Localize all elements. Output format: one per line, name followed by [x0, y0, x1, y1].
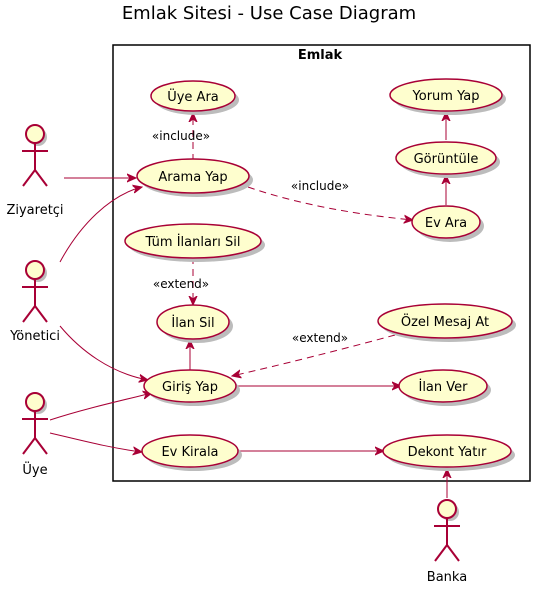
actor-yonetici-label: Yönetici [9, 329, 60, 344]
include-ev-ara [247, 186, 413, 220]
usecase-ilan-ver: İlan Ver [398, 369, 491, 406]
usecase-yorum-yap-label: Yorum Yap [412, 89, 480, 104]
actor-ziyaretci: Ziyaretçi [6, 124, 64, 218]
actor-uye-label: Üye [22, 461, 47, 478]
assoc-yonetici-giris [59, 325, 148, 380]
assoc-uye-giris [49, 393, 152, 421]
usecase-ev-kirala: Ev Kirala [141, 434, 242, 471]
usecase-ozel-mesaj-at: Özel Mesaj At [377, 303, 516, 342]
usecase-ilan-ver-label: İlan Ver [418, 379, 468, 395]
usecase-giris-yap: Giriş Yap [143, 369, 240, 406]
usecase-ev-kirala-label: Ev Kirala [161, 445, 218, 460]
system-boundary [112, 44, 531, 482]
actor-icon [22, 260, 48, 323]
system-title: Emlak [298, 48, 343, 63]
assoc-yonetici-arama [59, 187, 142, 263]
usecase-dekont-yatir-label: Dekont Yatır [408, 445, 487, 460]
actor-banka-label: Banka [427, 570, 467, 585]
usecase-arama-yap-label: Arama Yap [158, 170, 227, 185]
usecase-dekont-yatir: Dekont Yatır [382, 434, 515, 471]
usecase-uye-ara-label: Üye Ara [167, 88, 219, 105]
actor-banka: Banka [427, 499, 467, 585]
extend-label-ilan-sil: «extend» [153, 277, 209, 291]
usecase-ilan-sil: İlan Sil [156, 304, 233, 343]
actor-ziyaretci-label: Ziyaretçi [6, 203, 63, 218]
actor-uye: Üye [22, 392, 48, 478]
assoc-uye-evkirala [49, 432, 142, 452]
usecase-tum-ilanlari-sil-label: Tüm İlanları Sil [145, 234, 241, 250]
usecase-giris-yap-label: Giriş Yap [162, 380, 218, 395]
usecase-arama-yap: Arama Yap [136, 158, 253, 197]
usecase-yorum-yap: Yorum Yap [389, 78, 506, 115]
actor-icon [22, 392, 48, 455]
include-label-ev-ara: «include» [291, 179, 349, 193]
usecase-ev-ara: Ev Ara [411, 205, 484, 242]
usecase-uye-ara: Üye Ara [150, 80, 239, 115]
include-label-uye-ara: «include» [152, 129, 210, 143]
usecase-ozel-mesaj-at-label: Özel Mesaj At [401, 313, 489, 330]
actor-icon [434, 499, 460, 562]
usecase-ilan-sil-label: İlan Sil [171, 315, 214, 331]
diagram-title: Emlak Sitesi - Use Case Diagram [122, 3, 416, 24]
actor-yonetici: Yönetici [9, 260, 60, 344]
usecase-tum-ilanlari-sil: Tüm İlanları Sil [124, 223, 265, 262]
usecase-goruntule: Görüntüle [395, 141, 500, 178]
extend-label-ozel-mesaj: «extend» [292, 331, 348, 345]
usecase-ev-ara-label: Ev Ara [425, 216, 467, 231]
usecase-goruntule-label: Görüntüle [414, 152, 479, 167]
actor-icon [22, 124, 48, 187]
extend-ozel-mesaj [232, 334, 396, 376]
